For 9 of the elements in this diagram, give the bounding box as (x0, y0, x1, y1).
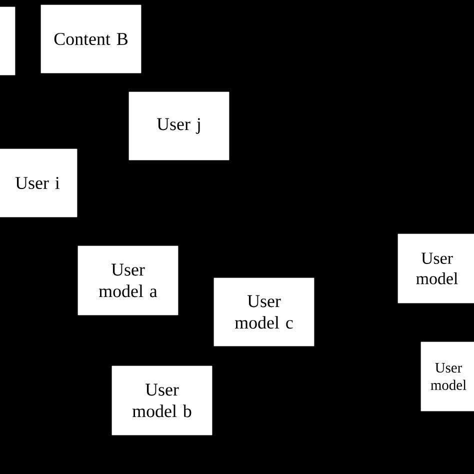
text-box: User j (128, 92, 230, 160)
text-box: User i (0, 148, 78, 218)
empty-box (0, 6, 16, 76)
text-box: User model b (112, 366, 212, 436)
text-box: User model a (78, 246, 178, 316)
text-box: User model (420, 342, 474, 412)
text-box: User model (398, 234, 474, 304)
text-box: Content B (40, 4, 142, 74)
text-box: User model c (214, 278, 314, 346)
